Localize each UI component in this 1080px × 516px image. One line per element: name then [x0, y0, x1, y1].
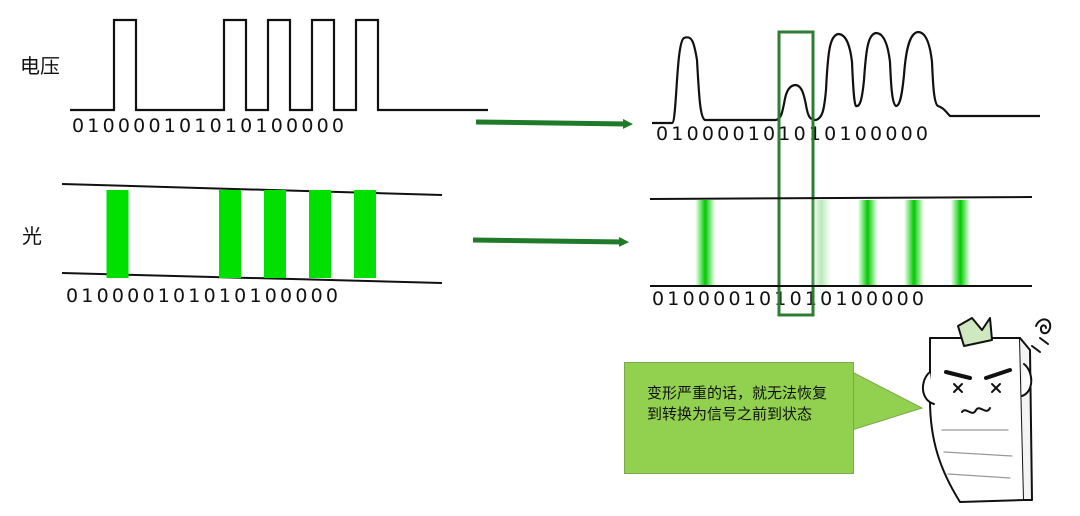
light-distorted-bits: 010000101010100000 [652, 288, 928, 310]
voltage-original-bits: 010000101010100000 [72, 115, 348, 137]
light-original-pulses [106, 190, 376, 278]
callout-pointer [851, 371, 924, 431]
light-transform-arrow [472, 236, 629, 247]
light-distorted-pulse [857, 200, 878, 285]
light-original-pulse [354, 190, 376, 278]
light-label: 光 [22, 224, 42, 248]
voltage-transform-arrow [475, 118, 633, 129]
light-distorted-pulse [904, 200, 924, 285]
light-distorted-top-line [649, 196, 1033, 200]
light-original-pulse [309, 190, 331, 278]
light-original-pulse [106, 190, 129, 278]
voltage-distorted-bits: 010000101010100000 [656, 123, 932, 145]
light-original-bits: 010000101010100000 [66, 285, 342, 307]
light-original-pulse [264, 190, 286, 278]
distortion-callout: 变形严重的话，就无法恢复到转换为信号之前到状态 [624, 362, 854, 474]
light-distorted-pulse [811, 200, 832, 285]
confused-paper-mascot-icon [922, 317, 1052, 503]
distorted-bit-highlight-box [777, 30, 815, 317]
light-original-top-line [61, 183, 443, 196]
light-distorted-pulse [695, 200, 716, 285]
light-original-pulse [219, 190, 241, 278]
voltage-distorted-waveform [652, 30, 1040, 125]
voltage-original-waveform [70, 18, 488, 112]
light-distorted-pulse [950, 200, 971, 285]
light-distorted-pulses [695, 200, 971, 285]
voltage-label: 电压 [20, 54, 60, 78]
